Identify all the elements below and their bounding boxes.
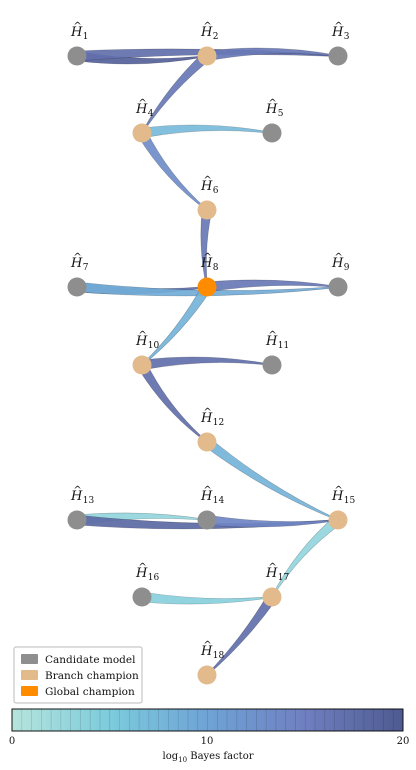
edge-h10-h11	[141, 356, 273, 371]
node-h10	[132, 355, 152, 375]
node-h18	[197, 665, 217, 685]
edge-h4-h6	[137, 129, 208, 211]
node-label-h13: H^13	[70, 485, 94, 506]
legend-label-branch: Branch champion	[45, 670, 139, 682]
legend-label-global: Global champion	[45, 686, 135, 698]
node-h7	[67, 277, 87, 297]
node-h15	[328, 510, 348, 530]
nodes-layer	[67, 46, 348, 685]
legend-label-candidate: Candidate model	[45, 654, 136, 666]
colorbar-min-label: 0	[9, 736, 15, 747]
node-label-h4: H^4	[135, 98, 154, 119]
edge-h17-h18	[206, 593, 277, 676]
colorbar-max-label: 20	[397, 736, 410, 747]
node-h9	[328, 277, 348, 297]
edges-layer	[76, 47, 343, 676]
legend-box	[13, 646, 143, 704]
edge-h2-h4	[141, 52, 212, 134]
node-h17	[262, 587, 282, 607]
node-h11	[262, 355, 282, 375]
node-h5	[262, 123, 282, 143]
legend-swatch-global	[21, 686, 38, 696]
node-label-h15: H^15	[331, 485, 355, 506]
legend-swatch-branch	[21, 670, 38, 680]
colorbar-mid-label: 10	[201, 736, 214, 747]
legend: Candidate model Branch champion Global c…	[13, 646, 143, 704]
node-label-h8: H^8	[200, 252, 219, 273]
node-h6	[197, 200, 217, 220]
node-label-h3: H^3	[331, 21, 350, 42]
node-label-h16: H^16	[135, 562, 159, 583]
colorbar-title-sub: 10	[178, 756, 187, 764]
edge-h4-h5	[141, 124, 273, 139]
edge-h14-h15	[206, 514, 339, 528]
node-label-h6: H^6	[200, 175, 219, 196]
node-h8	[197, 277, 217, 297]
node-label-h2: H^2	[200, 21, 218, 42]
node-label-h18: H^18	[200, 640, 224, 661]
colorbar-title-prefix: log	[163, 751, 179, 762]
node-h14	[197, 510, 217, 530]
colorbar-title-suffix: Bayes factor	[187, 751, 254, 762]
node-label-h14: H^14	[200, 485, 224, 506]
node-label-h17: H^17	[265, 562, 289, 583]
node-label-h7: H^7	[70, 252, 89, 273]
edge-h10-h12	[137, 361, 208, 443]
node-label-h10: H^10	[135, 330, 159, 351]
node-label-h5: H^5	[265, 98, 284, 119]
node-h3	[328, 46, 348, 66]
colorbar-gradient	[11, 708, 404, 732]
node-h1	[67, 46, 87, 66]
edge-h16-h17	[141, 591, 273, 605]
node-label-h9: H^9	[331, 252, 350, 273]
edge-h12-h15	[204, 437, 339, 521]
edge-h15-h17	[271, 516, 343, 598]
labels-layer: H^1 H^2 H^3H^4 H^5H^6H^7 H^8 H^9H^10 H^11H^12H…	[70, 21, 355, 661]
node-h16	[132, 587, 152, 607]
node-label-h11: H^11	[265, 330, 289, 351]
edge-h6-h8	[200, 209, 213, 288]
node-h2	[197, 46, 217, 66]
node-label-h1: H^1	[70, 21, 88, 42]
node-h12	[197, 432, 217, 452]
node-label-h12: H^12	[200, 407, 224, 428]
colorbar: 0 10 20 log10 Bayes factor	[9, 708, 410, 764]
legend-swatch-candidate	[21, 654, 38, 664]
node-h13	[67, 510, 87, 530]
colorbar-ticks	[21, 709, 394, 731]
colorbar-title: log10 Bayes factor	[163, 751, 254, 764]
node-h4	[132, 123, 152, 143]
